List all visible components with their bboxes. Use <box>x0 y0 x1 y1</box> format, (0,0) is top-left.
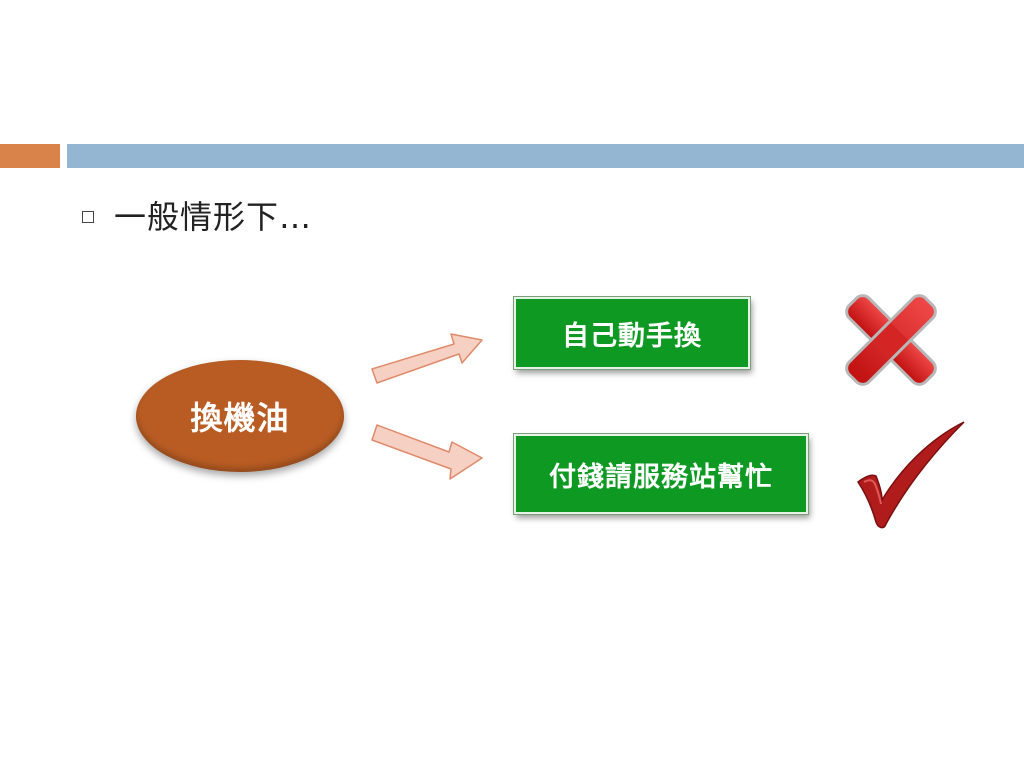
arrow-to-diy <box>371 333 483 384</box>
check-icon <box>856 421 965 529</box>
square-bullet-icon <box>82 211 94 223</box>
option-service-box: 付錢請服務站幫忙 <box>513 433 809 515</box>
arrow-to-service <box>371 424 483 480</box>
source-label: 換機油 <box>190 399 290 437</box>
option-diy-box: 自己動手換 <box>513 296 751 370</box>
option-diy-label: 自己動手換 <box>562 320 702 352</box>
header-accent-blue-bar <box>67 144 1024 168</box>
option-service-label: 付錢請服務站幫忙 <box>549 461 773 493</box>
header-accent-orange-bar <box>0 144 60 168</box>
source-oval: 換機油 <box>136 360 344 472</box>
cross-icon <box>845 294 937 386</box>
bullet-text: 一般情形下… <box>114 198 313 236</box>
bullet-item: 一般情形下… <box>82 192 312 238</box>
